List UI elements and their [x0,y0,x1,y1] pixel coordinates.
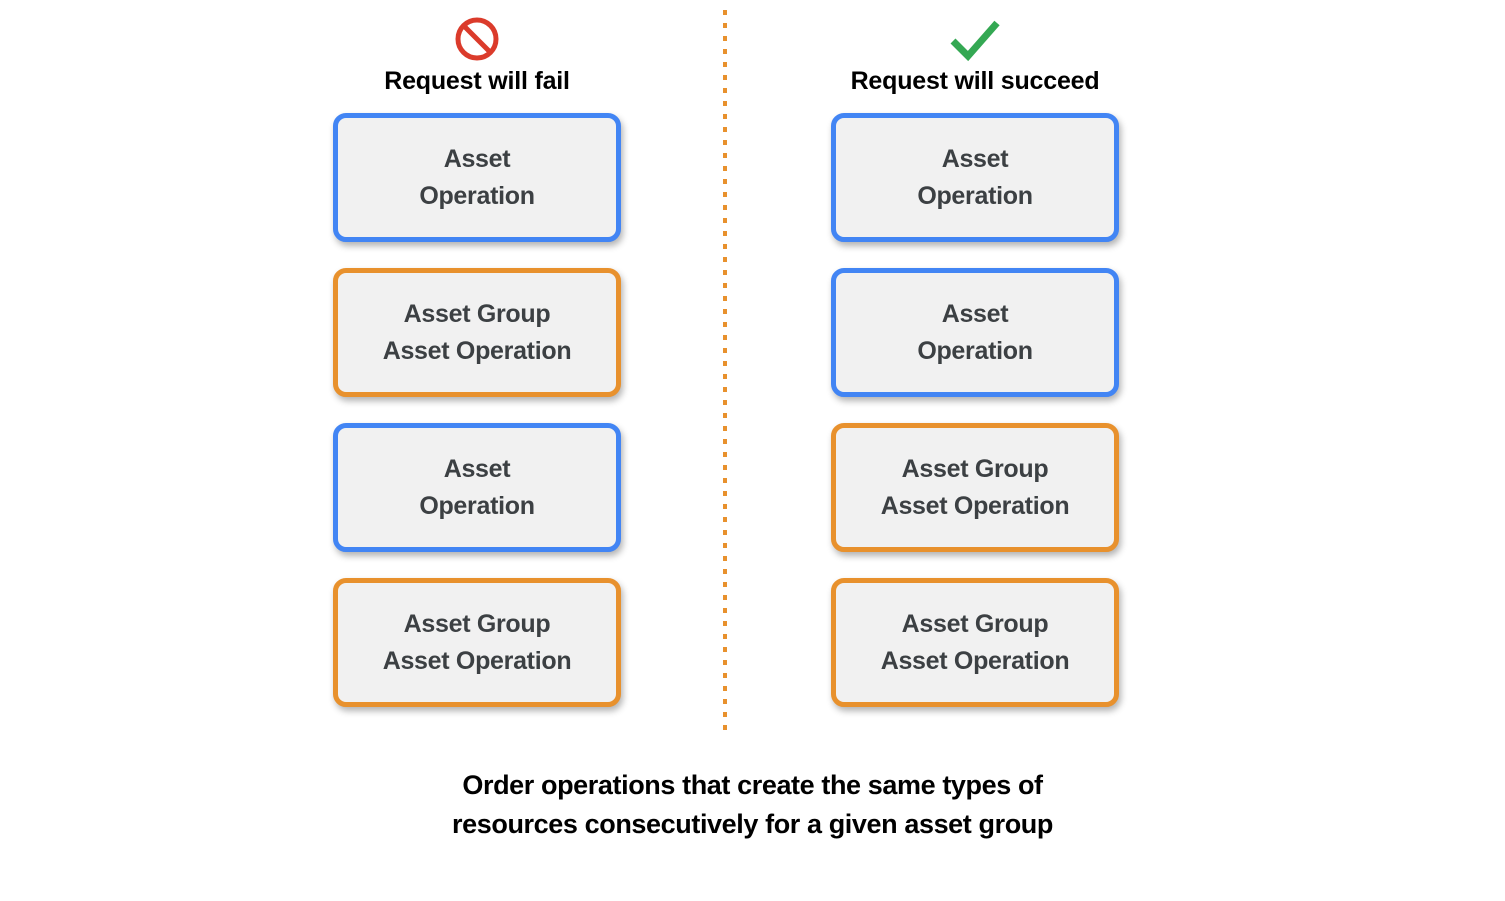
operation-box[interactable]: Asset Group Asset Operation [333,578,621,707]
operation-box-label: Asset Group Asset Operation [880,454,1070,520]
operation-box[interactable]: Asset Group Asset Operation [831,578,1119,707]
column-header-succeed: Request will succeed [825,12,1125,96]
prohibition-icon [327,12,627,66]
operation-box[interactable]: Asset Operation [333,423,621,552]
operation-box-label: Asset Group Asset Operation [880,609,1070,675]
operation-box-label: Asset Group Asset Operation [382,609,572,675]
column-header-fail: Request will fail [327,12,627,96]
operation-box[interactable]: Asset Group Asset Operation [333,268,621,397]
operation-box-label: Asset Operation [917,144,1033,210]
operation-box-label: Asset Operation [917,299,1033,365]
box-stack-succeed: Asset Operation Asset Operation Asset Gr… [831,113,1119,733]
box-stack-fail: Asset Operation Asset Group Asset Operat… [333,113,621,733]
operation-box[interactable]: Asset Operation [831,113,1119,242]
operation-box[interactable]: Asset Operation [333,113,621,242]
operation-box-label: Asset Operation [419,144,535,210]
operation-box[interactable]: Asset Group Asset Operation [831,423,1119,552]
diagram-caption: Order operations that create the same ty… [452,770,1053,839]
checkmark-icon [825,12,1125,66]
operation-box[interactable]: Asset Operation [831,268,1119,397]
operation-box-label: Asset Operation [419,454,535,520]
operation-box-label: Asset Group Asset Operation [382,299,572,365]
column-divider [723,10,727,737]
column-title-succeed: Request will succeed [850,67,1100,95]
column-title-fail: Request will fail [384,67,570,95]
